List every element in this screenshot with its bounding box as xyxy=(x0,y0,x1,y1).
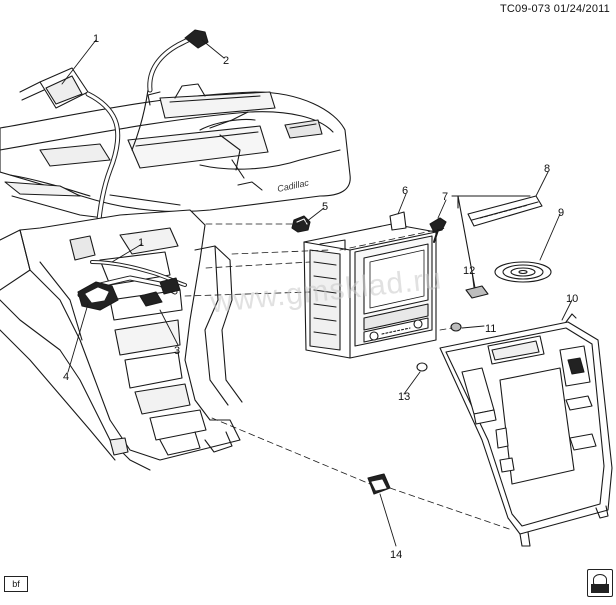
part-12-pad xyxy=(465,285,489,299)
part-14-switch xyxy=(367,473,391,495)
part-11-knob xyxy=(450,322,462,332)
instrument-panel xyxy=(0,83,351,221)
wire-harness-lower xyxy=(77,260,187,311)
part-8-trim-strip xyxy=(467,195,543,227)
center-stack-bracket xyxy=(0,209,243,471)
drawing-code: TC09-073 xyxy=(499,3,551,15)
callout-13: 13 xyxy=(398,391,410,403)
part-10-trim-bezel xyxy=(439,313,613,547)
part-9-disc xyxy=(494,261,552,283)
callout-14: 14 xyxy=(390,549,402,561)
callout-1-upper: 1 xyxy=(93,33,99,45)
callout-8: 8 xyxy=(544,163,550,175)
wire-harness-upper xyxy=(19,29,256,293)
part-6-radio-unit xyxy=(303,211,437,359)
callout-2: 2 xyxy=(223,55,229,67)
drawing-date: 01/24/2011 xyxy=(553,3,610,15)
callout-1-lower: 1 xyxy=(138,237,144,249)
part-13-knob xyxy=(416,362,428,372)
callout-9: 9 xyxy=(558,207,564,219)
callout-5: 5 xyxy=(322,201,328,213)
callout-12: 12 xyxy=(463,265,475,277)
part-5-clip xyxy=(291,215,311,233)
drawing-id-header: TC09-073 01/24/2011 xyxy=(500,3,610,15)
callout-6: 6 xyxy=(402,185,408,197)
gm-logo-icon xyxy=(587,569,613,597)
callout-11: 11 xyxy=(485,323,496,335)
bf-tag: bf xyxy=(4,576,28,592)
callout-3: 3 xyxy=(174,345,180,357)
callout-10: 10 xyxy=(566,293,578,305)
callout-4: 4 xyxy=(63,371,69,383)
alignment-lines xyxy=(184,223,513,531)
leader-lines xyxy=(61,39,573,547)
callout-7: 7 xyxy=(442,191,448,203)
